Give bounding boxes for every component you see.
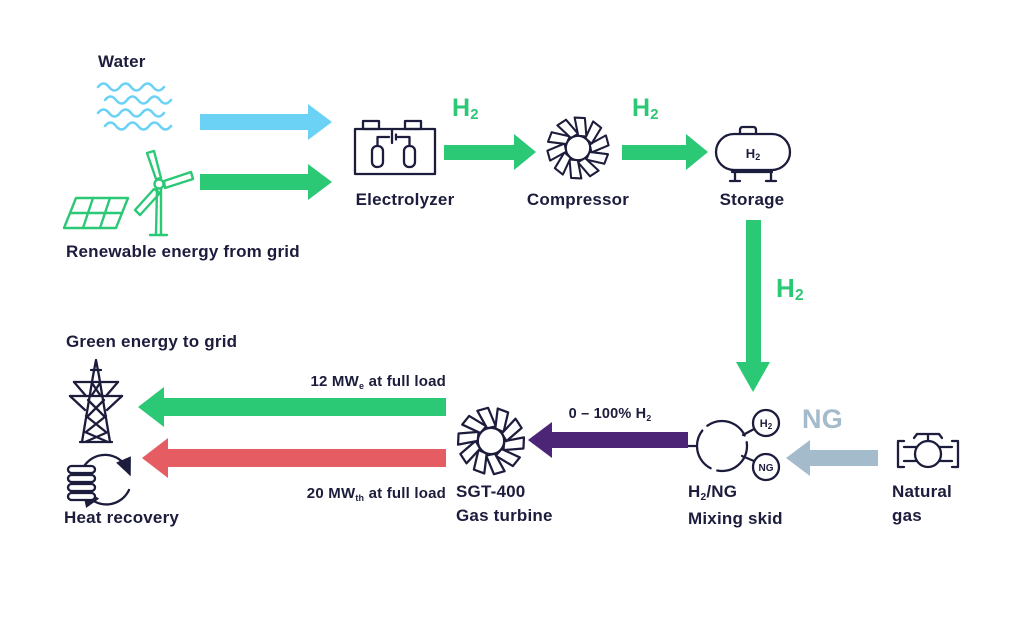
compressor-label: Compressor xyxy=(526,190,630,209)
ng-flow-arrow xyxy=(786,440,878,476)
h2-flow-label-2: H2 xyxy=(632,94,659,124)
gas-turbine-icon xyxy=(454,405,528,477)
renewable-energy-icon xyxy=(62,149,195,237)
mixing-skid-icon: H2 NG xyxy=(684,408,781,482)
electric-flow-arrow xyxy=(138,387,446,427)
storage-label: Storage xyxy=(719,190,785,209)
electric-flow-label: 12 MWe at full load xyxy=(310,373,446,391)
water-label: Water xyxy=(98,52,146,71)
electrolyzer-label: Electrolyzer xyxy=(355,190,455,209)
green-energy-label: Green energy to grid xyxy=(66,332,238,351)
water-flow-arrow xyxy=(200,104,332,140)
h2-electrolyzer-to-compressor-arrow xyxy=(444,134,536,170)
svg-text:NG: NG xyxy=(759,463,774,474)
blend-flow-label: 0 – 100% H2 xyxy=(568,406,652,423)
gas-valve-icon xyxy=(896,432,960,469)
mixing-skid-label: H2/NG Mixing skid xyxy=(688,482,783,528)
h2-flow-label-1: H2 xyxy=(452,94,479,124)
electrolyzer-icon xyxy=(353,119,437,176)
power-grid-tower-icon xyxy=(68,358,124,444)
svg-text:H2: H2 xyxy=(760,418,773,431)
ng-flow-label: NG xyxy=(802,404,843,434)
h2-storage-to-mixing-arrow xyxy=(736,220,770,392)
heat-recovery-label: Heat recovery xyxy=(64,508,180,527)
h2-compressor-to-storage-arrow xyxy=(622,134,708,170)
gas-turbine-label: SGT-400 Gas turbine xyxy=(456,482,553,525)
heat-recovery-icon xyxy=(66,453,131,509)
renewable-flow-arrow xyxy=(200,164,332,200)
h2-flow-label-3: H2 xyxy=(776,273,804,304)
blend-flow-arrow xyxy=(528,422,688,458)
thermal-flow-label: 20 MWth at full load xyxy=(306,485,446,503)
svg-text:H2: H2 xyxy=(746,146,760,162)
water-waves-icon xyxy=(96,82,173,131)
natural-gas-label: Natural gas xyxy=(892,482,952,525)
renewable-label: Renewable energy from grid xyxy=(66,242,300,261)
thermal-flow-arrow xyxy=(142,438,446,478)
compressor-icon xyxy=(544,113,612,183)
storage-tank-icon: H2 xyxy=(714,125,792,183)
